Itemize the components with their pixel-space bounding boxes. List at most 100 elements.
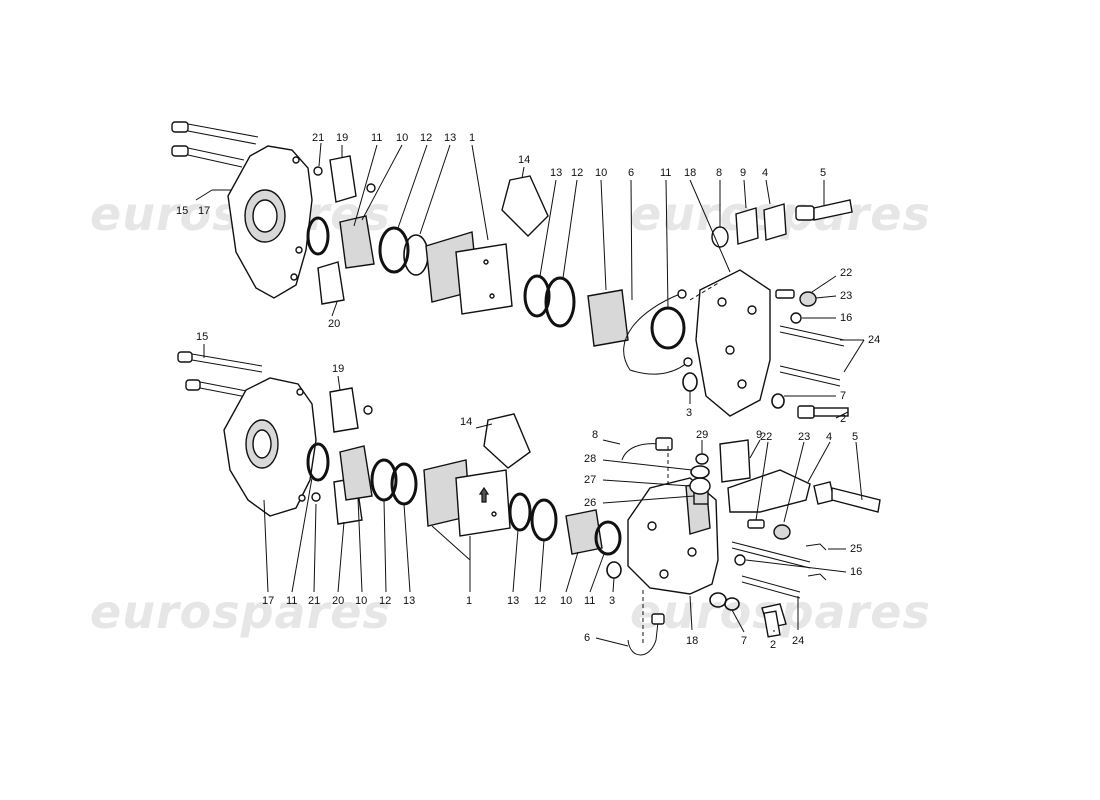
label-21: 21 (312, 132, 324, 144)
caliper-half-17-upper (227, 145, 313, 299)
label-7: 7 (840, 390, 846, 402)
label-5: 5 (820, 167, 826, 179)
seal-29 (695, 453, 709, 465)
label-6: 6 (584, 632, 590, 644)
label-2: 2 (840, 413, 846, 425)
label-8: 8 (592, 429, 598, 441)
label-17: 17 (198, 205, 210, 217)
label-9: 9 (756, 429, 762, 441)
label-1: 1 (469, 132, 475, 144)
label-11: 11 (584, 595, 595, 607)
label-22: 22 (840, 267, 852, 279)
label-13: 13 (507, 595, 519, 607)
label-23: 23 (840, 290, 852, 302)
label-16: 16 (850, 566, 862, 578)
brake-pads-1-lower (423, 459, 511, 537)
washer-16-upper (790, 312, 802, 324)
label-29: 29 (696, 429, 708, 441)
ring-13b-lower (508, 492, 532, 532)
label-10: 10 (560, 595, 572, 607)
label-3: 3 (609, 595, 615, 607)
caliper-half-17-lower (223, 377, 317, 517)
piston-10b-lower (565, 509, 603, 555)
pin-24b-upper (779, 365, 841, 381)
caliper-body-18-lower (627, 477, 719, 595)
clip-25 (805, 543, 827, 551)
label-19: 19 (336, 132, 348, 144)
piston-10-upper (339, 215, 375, 269)
hose-5-lower (813, 481, 881, 513)
label-20: 20 (332, 595, 344, 607)
bolt-15-upper (171, 121, 259, 168)
ring-12b-upper (544, 276, 576, 328)
ring-12b-lower (530, 498, 558, 542)
label-17: 17 (262, 595, 274, 607)
label-14: 14 (518, 154, 530, 166)
pipe-6-lower (627, 621, 659, 656)
label-13: 13 (550, 167, 562, 179)
label-19: 19 (332, 363, 344, 375)
washer-3-lower (606, 561, 622, 579)
nut-21-lower (311, 492, 321, 502)
seal-11-upper (306, 216, 330, 256)
hose-5-upper (795, 199, 853, 221)
pipe-6-upper (623, 293, 691, 375)
ring-12-upper (378, 226, 410, 274)
label-2: 2 (770, 639, 776, 651)
label-25: 25 (850, 543, 862, 555)
label-11: 11 (286, 595, 297, 607)
bleeder-22-upper (775, 289, 795, 299)
label-5: 5 (852, 431, 858, 443)
pipe-8-lower (621, 443, 661, 461)
label-3: 3 (686, 407, 692, 419)
label-12: 12 (379, 595, 391, 607)
seal-11b-upper (650, 306, 686, 350)
label-4: 4 (826, 431, 832, 443)
label-11: 11 (371, 132, 382, 144)
label-18: 18 (686, 635, 698, 647)
bracket-4-upper (763, 203, 787, 241)
label-10: 10 (396, 132, 408, 144)
washer-3-upper (682, 372, 698, 392)
upper-labels: 21 19 11 10 12 13 1 14 13 12 10 6 11 18 … (176, 132, 880, 425)
label-12: 12 (420, 132, 432, 144)
lower-labels: 15 19 14 8 29 9 22 22 23 5 28 4 27 26 25… (196, 331, 862, 651)
label-26: 26 (584, 497, 596, 509)
pin-24a-upper (779, 325, 845, 341)
label-6: 6 (628, 167, 634, 179)
piston-10b-upper (587, 289, 629, 347)
label-14: 14 (460, 416, 472, 428)
clip-14-lower (483, 413, 531, 469)
lower-assembly: 15 19 14 8 29 9 22 22 23 5 28 4 27 26 25… (177, 331, 881, 656)
label-21: 21 (308, 595, 320, 607)
label-13: 13 (444, 132, 456, 144)
seal-11-lower (306, 442, 330, 482)
label-23: 23 (798, 431, 810, 443)
label-11: 11 (660, 167, 671, 179)
label-1: 1 (466, 595, 472, 607)
label-10: 10 (595, 167, 607, 179)
caliper-body-18-upper (695, 269, 771, 417)
plate-9-upper (735, 207, 759, 245)
label-27: 27 (584, 474, 596, 486)
label-10: 10 (355, 595, 367, 607)
label-16: 16 (840, 312, 852, 324)
label-13: 13 (403, 595, 415, 607)
brake-pads-1-upper (425, 231, 513, 315)
plate-19-upper (329, 155, 357, 203)
label-20: 20 (328, 318, 340, 330)
piston-10-lower (339, 445, 373, 501)
clip-14-upper (501, 175, 549, 237)
washer-16-lower (734, 554, 746, 566)
washer-7-upper (771, 393, 785, 409)
upper-leaders (195, 142, 865, 419)
label-15: 15 (176, 205, 188, 217)
label-24: 24 (868, 334, 880, 346)
label-12: 12 (534, 595, 546, 607)
label-7: 7 (741, 635, 747, 647)
spring-27 (689, 477, 711, 495)
label-28: 28 (584, 453, 596, 465)
plate-20-upper (317, 261, 345, 305)
